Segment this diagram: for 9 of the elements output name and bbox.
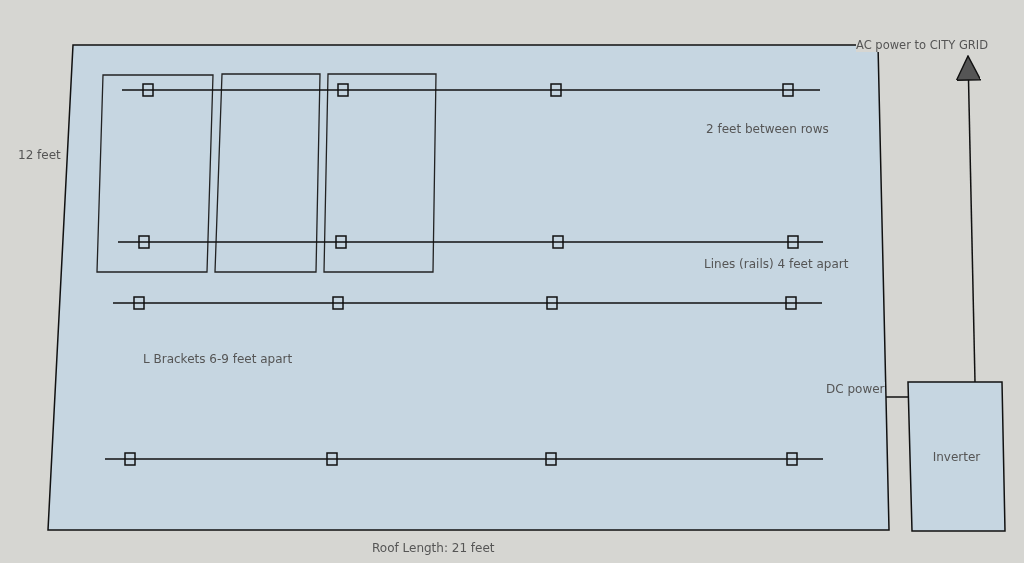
inverter-label: Inverter xyxy=(931,449,982,464)
edge-label: DC power xyxy=(826,382,885,396)
note-text: L Brackets 6-9 feet apart xyxy=(143,352,293,366)
note-text: Lines (rails) 4 feet apart xyxy=(704,257,849,271)
inverter-box xyxy=(908,382,1005,531)
note-text: 2 feet between rows xyxy=(706,122,829,136)
dimension-label: Roof Length: 21 feet xyxy=(372,541,495,555)
destination-label: AC power to CITY GRID xyxy=(856,38,989,52)
dimension-label: 12 feet xyxy=(18,148,61,162)
